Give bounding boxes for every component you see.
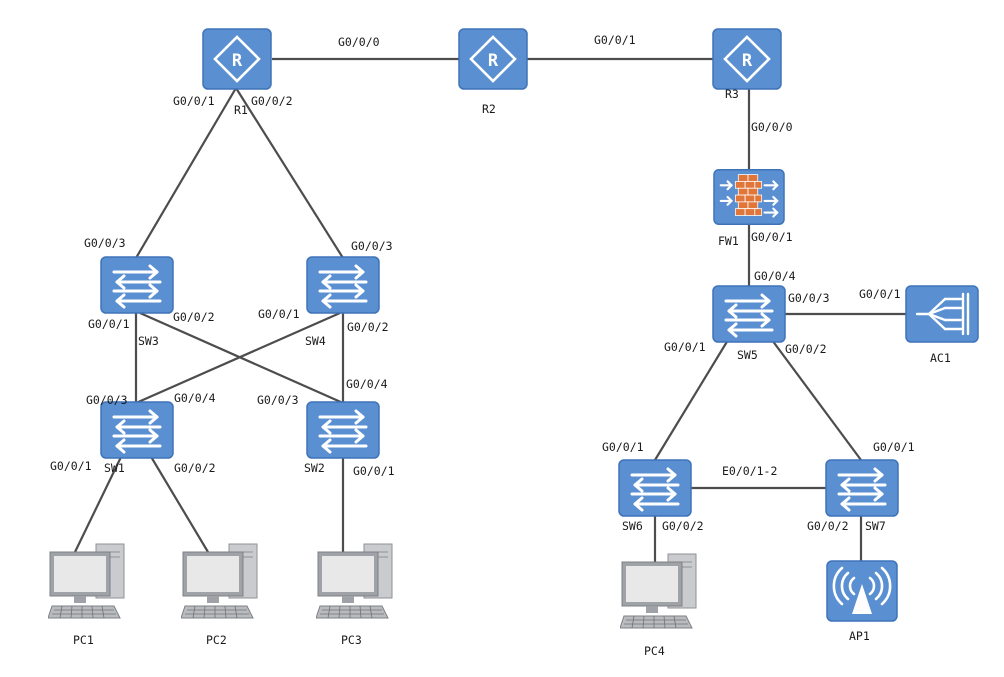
label-pc3: PC3 — [341, 633, 362, 647]
label-sw1: SW1 — [104, 461, 125, 475]
port-sw5-g4: G0/0/4 — [754, 269, 796, 283]
port-sw7-g2: G0/0/2 — [807, 519, 849, 533]
port-sw3-g1: G0/0/1 — [88, 317, 130, 331]
router-r1[interactable] — [202, 28, 272, 90]
access-controller-ac1[interactable] — [905, 285, 979, 343]
pc-pc3[interactable] — [316, 543, 393, 619]
link-sw5-sw6 — [654, 339, 729, 461]
link-r1-sw3 — [135, 87, 237, 259]
port-r2-r3: G0/0/1 — [594, 33, 636, 47]
port-sw1-g4: G0/0/4 — [174, 391, 216, 405]
switch-sw6[interactable] — [618, 459, 692, 517]
switch-sw4[interactable] — [306, 256, 380, 314]
label-sw3: SW3 — [138, 334, 159, 348]
label-r3: R3 — [725, 87, 739, 101]
router-r3[interactable] — [712, 28, 782, 90]
link-sw3-sw2 — [139, 311, 344, 405]
switch-sw2[interactable] — [306, 401, 380, 459]
port-sw6-g1: G0/0/1 — [602, 440, 644, 454]
port-sw6-g2: G0/0/2 — [662, 519, 704, 533]
label-sw5: SW5 — [737, 348, 758, 362]
label-pc2: PC2 — [206, 633, 227, 647]
router-r2[interactable] — [458, 28, 528, 90]
port-sw5-g1: G0/0/1 — [664, 340, 706, 354]
switch-sw5[interactable] — [712, 285, 786, 343]
port-r3-g0: G0/0/0 — [751, 120, 793, 134]
label-ac1: AC1 — [930, 351, 951, 365]
switch-sw1[interactable] — [100, 401, 174, 459]
label-fw1: FW1 — [718, 234, 739, 248]
label-r2: R2 — [482, 102, 496, 116]
link-sw4-sw1 — [135, 311, 341, 405]
port-sw1-g1: G0/0/1 — [50, 459, 92, 473]
port-sw7-g1: G0/0/1 — [873, 440, 915, 454]
port-sw2-g3: G0/0/3 — [257, 393, 299, 407]
switch-sw3[interactable] — [100, 256, 174, 314]
label-sw7: SW7 — [865, 519, 886, 533]
link-sw1-pc2 — [149, 454, 209, 553]
label-pc1: PC1 — [73, 633, 94, 647]
port-sw6-sw7: E0/0/1-2 — [722, 464, 777, 478]
port-sw5-g3: G0/0/3 — [788, 291, 830, 305]
port-r1-g1: G0/0/1 — [173, 94, 215, 108]
port-sw5-g2: G0/0/2 — [785, 342, 827, 356]
port-sw4-g3: G0/0/3 — [351, 239, 393, 253]
port-sw3-g2: G0/0/2 — [173, 310, 215, 324]
link-sw5-sw7 — [771, 339, 862, 461]
link-sw1-pc1 — [74, 454, 123, 553]
firewall-fw1[interactable] — [713, 168, 785, 226]
pc-pc4[interactable] — [620, 553, 697, 629]
label-pc4: PC4 — [644, 644, 665, 658]
link-r1-sw4 — [235, 87, 344, 259]
label-r1: R1 — [234, 103, 248, 117]
port-sw3-g3: G0/0/3 — [84, 236, 126, 250]
port-sw1-g3: G0/0/3 — [86, 393, 128, 407]
label-sw6: SW6 — [622, 519, 643, 533]
port-r1-g2: G0/0/2 — [251, 94, 293, 108]
access-point-ap1[interactable] — [826, 560, 898, 622]
port-sw2-g4: G0/0/4 — [346, 377, 388, 391]
pc-pc2[interactable] — [181, 543, 258, 619]
port-sw4-g1: G0/0/1 — [258, 307, 300, 321]
port-sw1-g2: G0/0/2 — [174, 461, 216, 475]
links — [74, 57, 907, 562]
port-sw4-g2: G0/0/2 — [347, 320, 389, 334]
port-sw2-g1: G0/0/1 — [353, 464, 395, 478]
port-fw1-g1: G0/0/1 — [751, 230, 793, 244]
port-r1-r2: G0/0/0 — [338, 35, 380, 49]
pc-pc1[interactable] — [48, 543, 125, 619]
label-sw2: SW2 — [304, 461, 325, 475]
switch-sw7[interactable] — [825, 459, 899, 517]
port-ac1-g1: G0/0/1 — [859, 287, 901, 301]
label-sw4: SW4 — [305, 334, 326, 348]
label-ap1: AP1 — [849, 629, 870, 643]
